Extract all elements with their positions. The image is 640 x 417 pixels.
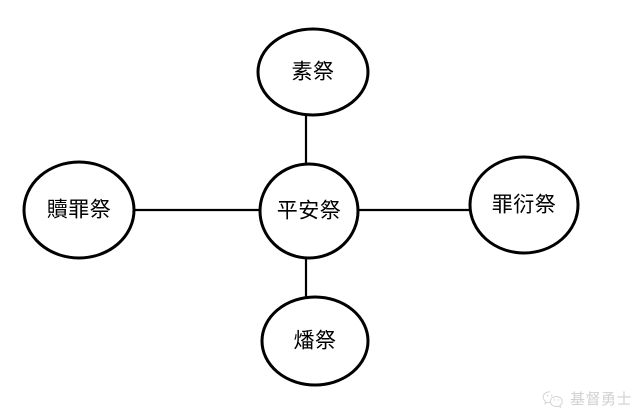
- node-circle-center[interactable]: [258, 162, 360, 260]
- node-label-top: 素祭: [291, 59, 335, 84]
- node-circle-right[interactable]: [468, 155, 580, 255]
- node-circle-top[interactable]: [256, 27, 370, 117]
- nodes-group: [22, 27, 580, 387]
- node-label-right: 罪衍祭: [491, 192, 557, 217]
- node-label-bottom: 燔祭: [293, 328, 337, 353]
- connectors-group: [134, 116, 470, 298]
- node-circle-bottom[interactable]: [260, 295, 370, 387]
- node-label-center: 平安祭: [276, 198, 342, 223]
- watermark-text: 基督勇士: [569, 390, 632, 408]
- node-circle-left[interactable]: [22, 160, 136, 260]
- watermark: 基督勇士: [542, 390, 632, 409]
- wechat-icon: [542, 390, 564, 409]
- node-label-left: 贖罪祭: [46, 197, 112, 222]
